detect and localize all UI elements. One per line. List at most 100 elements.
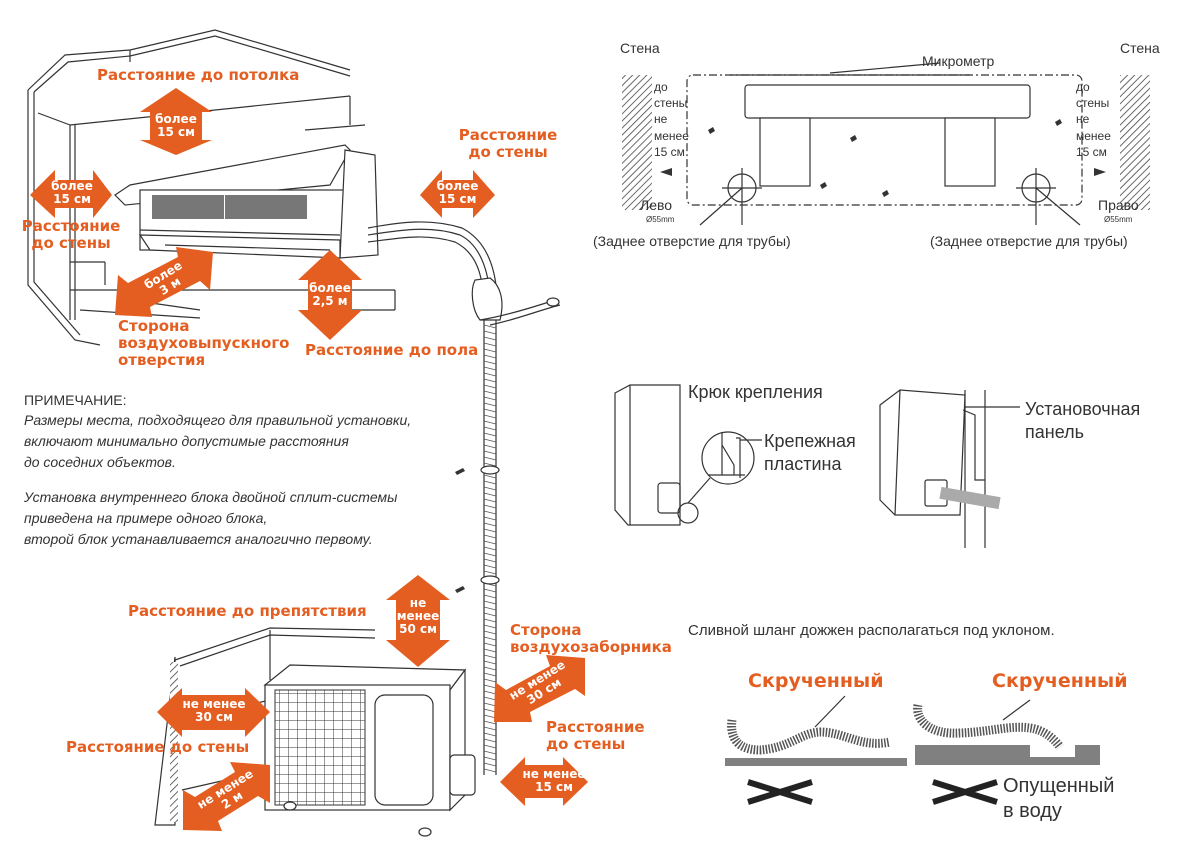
label-obstacle-distance: Расстояние до препятствия	[128, 602, 367, 620]
arrow-outdoor-top	[386, 575, 450, 667]
pipe-coil-tick	[483, 510, 497, 515]
arrow-outdoor-front	[183, 762, 270, 831]
pipe-coil-tick	[483, 750, 497, 755]
twisted-left-label: Скрученный	[748, 670, 884, 692]
micrometer-label: Микрометр	[922, 53, 995, 69]
arrow-text-line: 30 см	[195, 710, 233, 725]
pipe-coil-tick	[483, 504, 497, 509]
pipe-coil-tick	[483, 450, 497, 455]
pipe-coil-tick	[483, 744, 497, 749]
hole-diameter-right: Ø55mm	[1104, 215, 1133, 224]
label-floor-distance: Расстояние до пола	[305, 341, 479, 359]
note-paragraph-2: Установка внутреннего блока двойной спли…	[24, 487, 397, 550]
clearance-line: стены	[1076, 96, 1110, 111]
pipe-coil-tick	[483, 648, 497, 653]
submerged-line: Опущенный	[1003, 775, 1115, 797]
clearance-line: 15 см	[654, 144, 685, 159]
pipe-coil-tick	[483, 528, 497, 533]
pipe-coil-tick	[483, 342, 497, 347]
pipe-coil-tick	[483, 456, 497, 461]
pipe-coil-tick	[483, 588, 497, 593]
note-line: до соседних объектов.	[24, 454, 176, 470]
arrow-floor-text: более 2,5 м	[302, 281, 358, 309]
arrow-right-wall-text: более 15 см	[430, 179, 485, 207]
drain-instruction: Сливной шланг дожжен располагаться под у…	[688, 622, 1055, 639]
arrow-air-outlet	[115, 247, 213, 317]
arrow-text-line: более	[51, 179, 93, 193]
arrow-outdoor-right	[500, 757, 588, 806]
arrow-text-line: 15 см	[438, 192, 477, 207]
arrow-outdoor-left-text: не менее 30 см	[178, 697, 250, 725]
arrow-left-wall-text: более 15 см	[43, 179, 101, 206]
pipe-coil-tick	[483, 738, 497, 743]
pipe-coil-tick	[483, 414, 497, 419]
arrow-text-line: не	[409, 596, 427, 610]
pipe-coil-tick	[483, 756, 497, 761]
pipe-coil-tick	[483, 672, 497, 677]
arrow-text-line: 15 см	[535, 780, 573, 795]
left-label: Лево	[640, 197, 673, 213]
panel-label: Установочная панель	[1025, 398, 1140, 445]
twisted-right-label: Скрученный	[992, 670, 1128, 692]
label-wall-distance-right: Расстояние до стены	[453, 127, 563, 161]
pipe-coil-tick	[483, 630, 497, 635]
clearance-line: не	[654, 112, 668, 127]
clearance-line: стены	[654, 96, 688, 111]
pipe-coil-tick	[483, 636, 497, 641]
note-paragraph-1: Размеры места, подходящего для правильно…	[24, 410, 411, 473]
arrow-text-line: 15 см	[157, 125, 195, 140]
pipe-coil-tick	[483, 690, 497, 695]
arrow-text-line: 2,5 м	[312, 294, 348, 309]
pipe-coil-tick	[483, 438, 497, 443]
pipe-coil-tick	[483, 618, 497, 623]
note-title: ПРИМЕЧАНИЕ:	[24, 392, 127, 408]
pipe-coil-tick	[483, 642, 497, 647]
pipe-coil-tick	[483, 624, 497, 629]
arrow-outdoor-left	[157, 688, 270, 737]
clearance-line: менее	[1076, 128, 1111, 143]
pipe-coil-tick	[483, 366, 497, 371]
pipe-coil-tick	[483, 546, 497, 551]
pipe-coil-tick	[483, 696, 497, 701]
clearance-line: менее	[654, 128, 689, 143]
clearance-line: не	[1076, 112, 1090, 127]
arrow-ceiling-text: более 15 см	[148, 112, 204, 140]
label-intake-side: Сторона воздухозаборника	[510, 622, 672, 656]
label-line: Сторона	[510, 621, 582, 639]
pipe-coil-tick	[483, 492, 497, 497]
pipe-coil-tick	[483, 390, 497, 395]
plate-label-line: Крепежная	[764, 431, 856, 451]
rear-hole-left-label: (Заднее отверстие для трубы)	[593, 233, 791, 249]
pipe-coil-tick	[483, 720, 497, 725]
wall-right-label: Стена	[1120, 40, 1160, 56]
label-line: Расстояние	[546, 718, 645, 736]
pipe-coil-tick	[483, 462, 497, 467]
pipe-coil-tick	[483, 666, 497, 671]
pipe-coil-tick	[483, 594, 497, 599]
arrow-outdoor-intake	[494, 655, 585, 722]
arrow-outdoor-right-text: не менее 15 см	[518, 767, 590, 795]
pipe-coil-tick	[483, 444, 497, 449]
pipe-coil-tick	[483, 732, 497, 737]
left-clearance-text: до стены не менее 15 см	[654, 79, 689, 160]
label-air-outlet-side: Сторона воздуховыпускного отверстия	[118, 317, 290, 369]
arrow-text-line: 50 см	[399, 622, 437, 637]
label-line: воздухозаборника	[510, 637, 672, 656]
clearance-line: до	[1076, 80, 1090, 94]
clearance-line: до	[654, 80, 668, 94]
arrow-left-wall	[30, 170, 112, 218]
pipe-coil-tick	[483, 408, 497, 413]
mounting-plate	[622, 62, 1150, 226]
label-wall-distance-outdoor-right: Расстояние до стены	[546, 719, 645, 753]
pipe-coil-tick	[483, 402, 497, 407]
pipe-coil-tick	[483, 330, 497, 335]
pipe-coil-tick	[483, 360, 497, 365]
drain-hose-diagram	[725, 695, 1100, 805]
plate-label-line: пластина	[764, 454, 842, 475]
arrow-ceiling	[140, 88, 212, 155]
orange-arrows	[30, 88, 588, 831]
pipe-coil-tick	[483, 534, 497, 539]
label-wall-distance-left: Расстояние до стены	[21, 217, 121, 252]
pipe-coil-tick	[483, 420, 497, 425]
